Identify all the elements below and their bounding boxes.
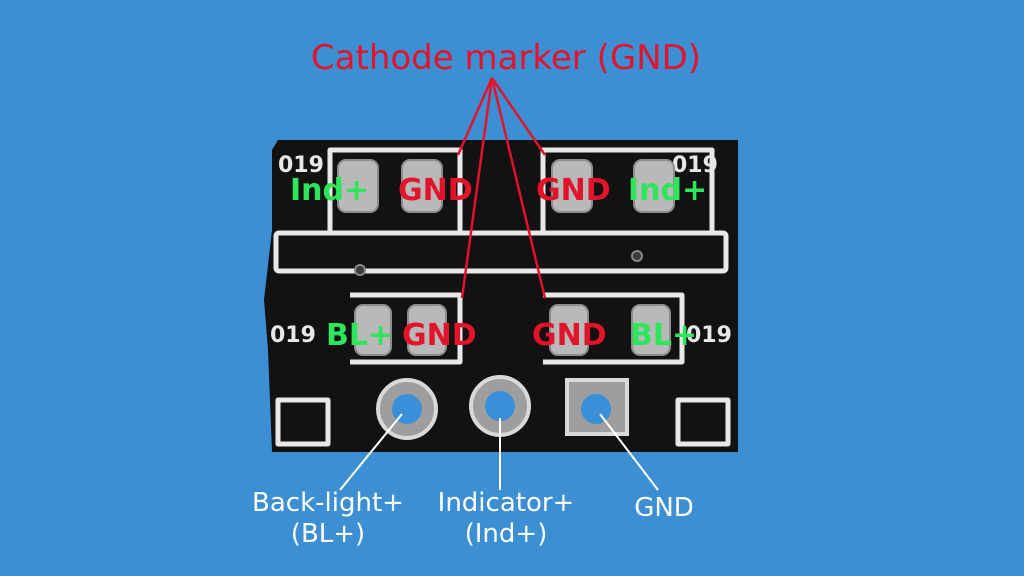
- silk-code-top-left: 019: [278, 153, 324, 178]
- through-hole-gnd: [565, 378, 629, 436]
- through-hole-ind: [469, 375, 531, 437]
- silk-top-right-outline: [540, 147, 715, 233]
- legend-gnd: GND: [634, 493, 694, 523]
- legend-leader-lines: [339, 413, 659, 491]
- via-center-left: [354, 264, 366, 276]
- via-center-right: [631, 250, 643, 262]
- legend-indicator-line2: (Ind+): [465, 519, 548, 549]
- pad-label-top-right-gnd: GND: [536, 173, 611, 208]
- pad-bottom-left-gnd: [407, 304, 447, 356]
- pad-label-top-left-gnd: GND: [398, 173, 473, 208]
- legend-indicator-line1: Indicator+: [438, 488, 575, 518]
- silk-top-left-outline: [327, 147, 463, 233]
- silk-center-slot: [273, 230, 729, 274]
- silk-bottom-left-outline: [350, 292, 463, 365]
- pad-label-top-right-pos: Ind+: [628, 173, 707, 208]
- pad-top-right-gnd: [551, 159, 593, 213]
- pad-bottom-right-gnd: [549, 304, 589, 356]
- legend-backlight-line2: (BL+): [291, 519, 365, 549]
- cathode-marker-title: Cathode marker (GND): [311, 38, 701, 78]
- pad-bottom-left-pos: [354, 304, 392, 356]
- pad-top-left-pos: [337, 159, 379, 213]
- silk-bottom-right-outline: [543, 292, 685, 365]
- pad-top-right-pos: [633, 159, 675, 213]
- silk-code-mid-left: 019: [270, 323, 316, 348]
- pad-label-bottom-left-gnd: GND: [402, 318, 477, 353]
- pad-top-left-gnd: [401, 159, 443, 213]
- silk-code-mid-right: 019: [686, 323, 732, 348]
- silk-corner-square-right: [675, 397, 731, 447]
- cathode-marker-lines: [456, 77, 547, 299]
- pad-label-top-left-pos: Ind+: [290, 173, 369, 208]
- pcb-board: 019 019 019 019: [264, 140, 738, 452]
- silk-code-top-right: 019: [672, 153, 718, 178]
- pad-bottom-right-pos: [631, 304, 671, 356]
- pad-label-bottom-right-pos: BL+: [630, 318, 697, 353]
- pad-label-bottom-left-pos: BL+: [326, 318, 393, 353]
- through-hole-bl: [376, 378, 438, 440]
- silk-corner-square-left: [275, 397, 331, 447]
- legend-backlight-line1: Back-light+: [252, 488, 404, 518]
- pad-label-bottom-right-gnd: GND: [532, 318, 607, 353]
